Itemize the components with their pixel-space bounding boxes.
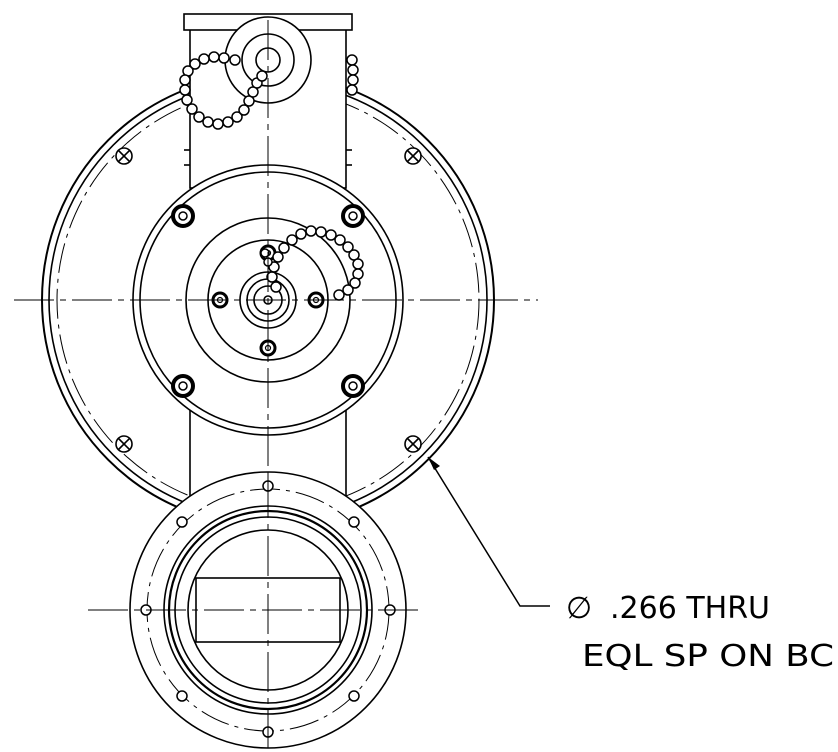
callout-note: ∅ .266 THRU EQL SP ON BC (566, 591, 834, 674)
callout-diameter-symbol: ∅ (566, 591, 592, 626)
hole-upper-left (115, 147, 133, 165)
callout-line-1: .266 THRU (610, 591, 770, 626)
bolt-ur (341, 204, 365, 228)
leader-line (427, 456, 550, 607)
center-lines (14, 20, 538, 748)
flange-bolts (171, 204, 365, 398)
bolt-ul (171, 204, 195, 228)
callout-line-2: EQL SP ON BC (582, 639, 834, 674)
upper-chain-right-side (346, 54, 359, 96)
mounting-holes (115, 147, 422, 453)
hole-upper-right (404, 147, 422, 165)
bolt-ll (171, 374, 195, 398)
hole-lower-left (115, 435, 133, 453)
hole-lower-right (404, 435, 422, 453)
central-bead-chain (260, 225, 364, 301)
leader-arrowhead (428, 457, 440, 470)
bolt-lr (341, 374, 365, 398)
upper-bead-chain (179, 51, 268, 130)
